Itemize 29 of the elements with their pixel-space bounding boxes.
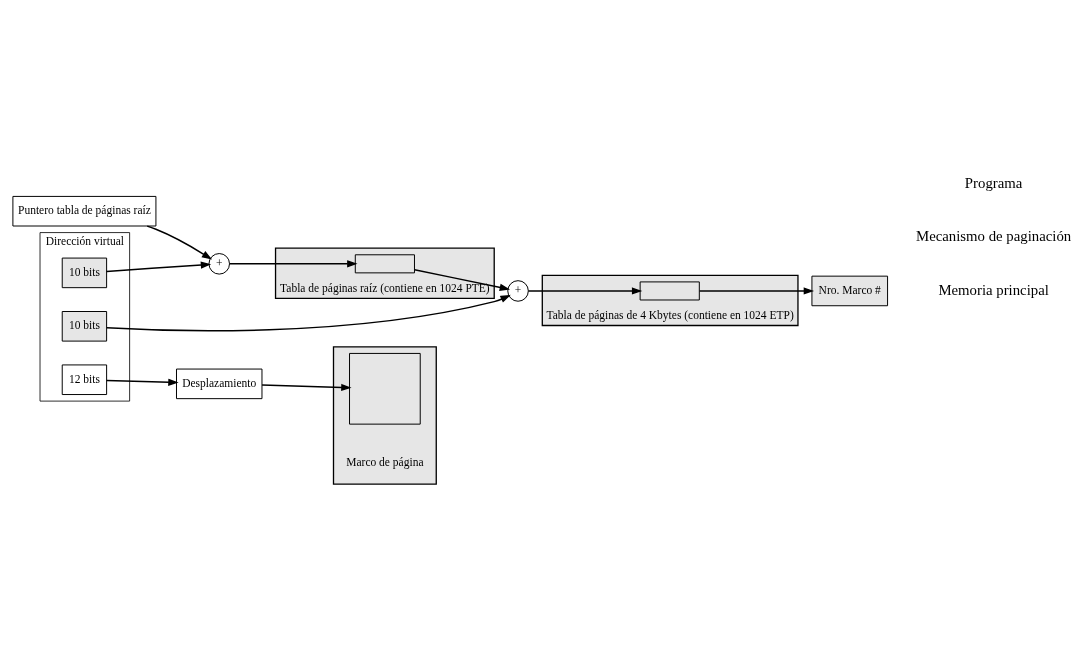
arrow [105, 378, 179, 386]
node-box: 12 bits [61, 364, 108, 396]
arrow [228, 260, 358, 268]
label: Programa [964, 174, 1023, 191]
node-box: Nro. Marco # [811, 275, 889, 307]
arrow [413, 269, 511, 291]
arrow [698, 287, 815, 295]
cluster [274, 247, 495, 299]
node-circle: + [208, 253, 230, 275]
node-box: Puntero tabla de páginas raíz [12, 195, 157, 227]
node-label: Tabla de páginas de 4 Kbytes (contiene en 1024 ETP) [546, 309, 794, 322]
node-box [349, 352, 421, 425]
label: Mecanismo de paginación [916, 228, 1072, 245]
node-box: 10 bits [61, 257, 108, 289]
arrow [146, 225, 213, 260]
cluster [541, 274, 799, 327]
node-box: 10 bits [61, 311, 108, 342]
arrow [527, 287, 643, 295]
arrow [105, 261, 212, 273]
node-label: Marco de página [346, 455, 424, 468]
node-box: Desplazamiento [176, 368, 263, 400]
node-box [354, 254, 415, 274]
arrow [261, 383, 352, 392]
arrow [106, 294, 511, 332]
node-box [639, 281, 700, 301]
node-circle: + [507, 280, 529, 302]
node-label: Tabla de páginas raíz (contiene en 1024 PTE) [280, 281, 490, 294]
cluster [332, 346, 437, 485]
label: Memoria principal [938, 281, 1049, 298]
